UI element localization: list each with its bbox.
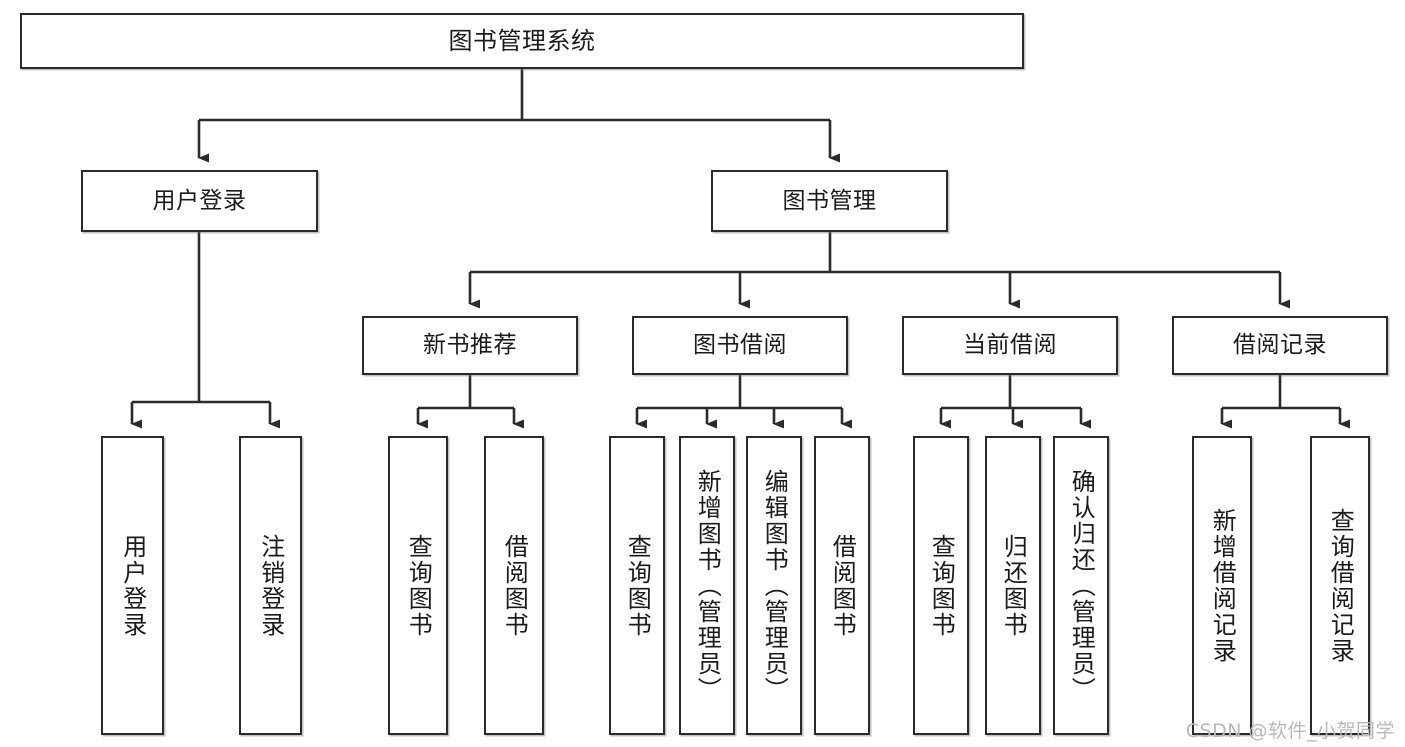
leaf-return-book-label: 归还图书 (999, 533, 1028, 638)
leaf-borrow-book-recommend[interactable]: 借阅图书 (484, 436, 544, 735)
leaf-user-login[interactable]: 用户登录 (101, 436, 164, 735)
leaf-user-login-label: 用户登录 (118, 533, 147, 638)
node-current-borrow[interactable]: 当前借阅 (902, 316, 1118, 375)
leaf-add-borrow-record-label: 新增借阅记录 (1208, 507, 1237, 664)
node-borrow-record[interactable]: 借阅记录 (1172, 316, 1388, 375)
node-book-management[interactable]: 图书管理 (711, 170, 948, 232)
node-user-login[interactable]: 用户登录 (81, 170, 318, 232)
node-borrow-record-label: 借阅记录 (1233, 332, 1327, 359)
leaf-add-borrow-record[interactable]: 新增借阅记录 (1192, 436, 1252, 735)
leaf-logout[interactable]: 注销登录 (239, 436, 302, 735)
leaf-query-book-borrow[interactable]: 查询图书 (609, 436, 665, 735)
leaf-query-book-current[interactable]: 查询图书 (913, 436, 969, 735)
node-current-borrow-label: 当前借阅 (963, 332, 1057, 359)
leaf-query-book-recommend[interactable]: 查询图书 (388, 436, 448, 735)
leaf-logout-label: 注销登录 (256, 533, 285, 638)
leaf-add-book-admin[interactable]: 新增图书（管理员） (679, 436, 735, 735)
node-user-login-label: 用户登录 (152, 187, 247, 214)
node-book-borrow[interactable]: 图书借阅 (632, 316, 848, 375)
leaf-query-book-current-label: 查询图书 (927, 533, 956, 638)
leaf-query-book-recommend-label: 查询图书 (404, 533, 433, 638)
leaf-query-book-borrow-label: 查询图书 (623, 533, 652, 638)
node-book-borrow-label: 图书借阅 (693, 332, 787, 359)
leaf-query-borrow-record-label: 查询借阅记录 (1326, 507, 1355, 664)
leaf-edit-book-admin[interactable]: 编辑图书（管理员） (746, 436, 802, 735)
leaf-confirm-return-admin-label: 确认归还（管理员） (1067, 468, 1096, 703)
leaf-query-borrow-record[interactable]: 查询借阅记录 (1310, 436, 1370, 735)
leaf-confirm-return-admin[interactable]: 确认归还（管理员） (1053, 436, 1109, 735)
leaf-return-book[interactable]: 归还图书 (985, 436, 1041, 735)
leaf-borrow-book-label: 借阅图书 (828, 533, 857, 638)
node-new-book-recommend[interactable]: 新书推荐 (362, 316, 578, 375)
node-root[interactable]: 图书管理系统 (20, 13, 1024, 69)
leaf-add-book-admin-label: 新增图书（管理员） (693, 468, 722, 703)
leaf-edit-book-admin-label: 编辑图书（管理员） (760, 468, 789, 703)
leaf-borrow-book[interactable]: 借阅图书 (814, 436, 870, 735)
node-new-book-recommend-label: 新书推荐 (423, 332, 517, 359)
node-book-management-label: 图书管理 (782, 187, 877, 214)
leaf-borrow-book-recommend-label: 借阅图书 (500, 533, 529, 638)
watermark-text: CSDN @软件_小贺同学 (1185, 720, 1395, 742)
node-root-label: 图书管理系统 (448, 27, 596, 55)
